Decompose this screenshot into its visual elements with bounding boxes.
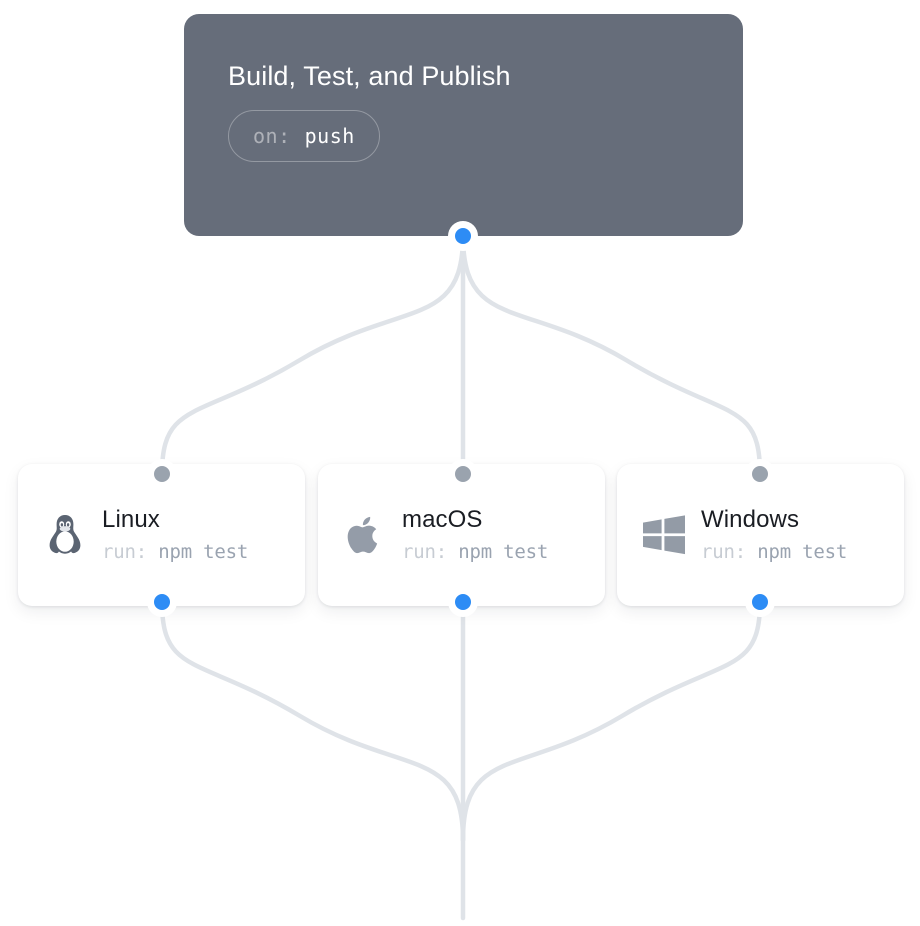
trigger-event-key: on: [253, 124, 291, 148]
job-command-value: npm test [458, 541, 549, 563]
job-name-macos: macOS [402, 506, 483, 533]
edge-windows-to-merge [460, 599, 763, 843]
job-command-windows: run: npm test [701, 541, 847, 564]
job-source-handle-macos[interactable] [448, 587, 478, 617]
job-target-handle-linux[interactable] [147, 459, 177, 489]
handle-dot [752, 466, 768, 482]
handle-dot [752, 594, 768, 610]
trigger-event-value: push [304, 124, 355, 148]
workflow-title: Build, Test, and Publish [228, 61, 511, 91]
apple-logo-icon [342, 512, 388, 558]
job-text-macos: macOS run: npm test [402, 506, 548, 564]
job-command-value: npm test [158, 541, 249, 563]
job-source-handle-linux[interactable] [147, 587, 177, 617]
job-text-linux: Linux run: npm test [102, 506, 248, 564]
job-command-value: npm test [757, 541, 848, 563]
handle-dot [154, 594, 170, 610]
job-name-linux: Linux [102, 506, 160, 533]
job-command-key: run: [701, 541, 746, 563]
job-source-handle-windows[interactable] [745, 587, 775, 617]
trigger-event-pill[interactable]: on: push [228, 110, 380, 162]
windows-logo-icon [641, 512, 687, 558]
job-text-windows: Windows run: npm test [701, 506, 847, 564]
job-node-macos[interactable]: macOS run: npm test [318, 464, 605, 606]
job-target-handle-windows[interactable] [745, 459, 775, 489]
trigger-node[interactable]: Build, Test, and Publish on: push [184, 14, 743, 236]
job-name-windows: Windows [701, 506, 800, 533]
job-target-handle-macos[interactable] [448, 459, 478, 489]
handle-dot [455, 228, 471, 244]
edge-trigger-to-linux [159, 233, 466, 477]
linux-penguin-icon [42, 512, 88, 558]
job-command-linux: run: npm test [102, 541, 248, 564]
handle-dot [455, 594, 471, 610]
job-node-linux[interactable]: Linux run: npm test [18, 464, 305, 606]
edge-linux-to-merge [159, 599, 466, 843]
job-command-key: run: [402, 541, 447, 563]
trigger-source-handle[interactable] [448, 221, 478, 251]
handle-dot [154, 466, 170, 482]
job-command-key: run: [102, 541, 147, 563]
handle-dot [455, 466, 471, 482]
job-command-macos: run: npm test [402, 541, 548, 564]
edge-trigger-to-windows [460, 233, 763, 477]
